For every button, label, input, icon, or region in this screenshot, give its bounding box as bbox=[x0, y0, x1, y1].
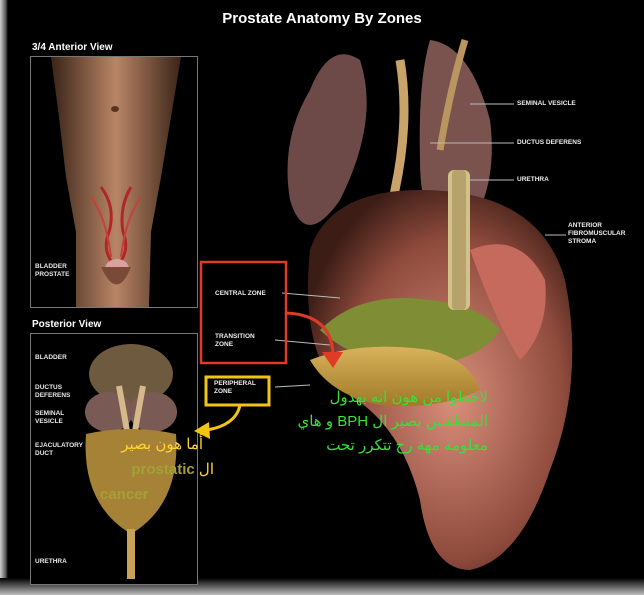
label-transition-zone: TRANSITION ZONE bbox=[215, 333, 263, 349]
cancer-note-line1-text: أما هون بصير bbox=[121, 436, 203, 453]
label-ductus-deferens: DUCTUS DEFERENS bbox=[517, 139, 581, 147]
label-peripheral-zone: PERIPHERAL ZONE bbox=[214, 380, 264, 396]
label-urethra: URETHRA bbox=[517, 176, 549, 184]
cancer-note-line1: أما هون بصير bbox=[91, 435, 203, 453]
label-seminal-vesicle: SEMINAL VESICLE bbox=[517, 100, 576, 108]
cancer-note-line2-ar: ال bbox=[199, 461, 214, 478]
cancer-note-line2-en: prostatic bbox=[131, 461, 194, 478]
bph-note: لاحظوا من هون انه بهدول المنطقتين بصير ا… bbox=[270, 386, 488, 458]
label-central-zone: CENTRAL ZONE bbox=[215, 290, 266, 298]
label-anterior-fibromuscular-stroma: ANTERIOR FIBROMUSCULAR STROMA bbox=[568, 222, 632, 246]
cancer-note-line3: cancer bbox=[100, 486, 148, 503]
cancer-note-line2: prostatic ال bbox=[100, 460, 214, 478]
